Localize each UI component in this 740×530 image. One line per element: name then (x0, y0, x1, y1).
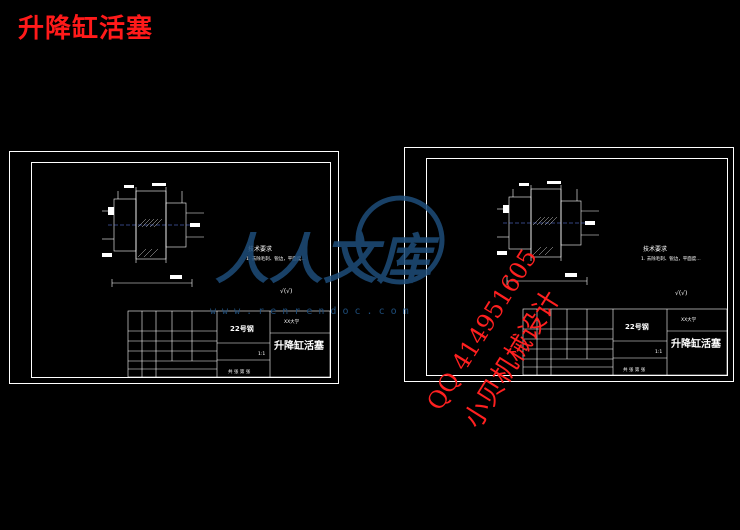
tech-requirements-note: 1. 去除毛刺、锐边，平面度… (641, 255, 701, 262)
title-block-part-name: 升降缸活塞 (274, 339, 325, 352)
piston-section-view (102, 187, 204, 287)
dimension-marks (497, 181, 595, 277)
title-block-school: XX大学 (681, 316, 697, 323)
title-block-sheet-count: 共 张 第 张 (623, 366, 646, 373)
tech-requirements-title: 技术要求 (643, 245, 667, 253)
surface-roughness-symbol: √(√) (675, 290, 687, 297)
drawing-sheet-2: 技术要求 1. 去除毛刺、锐边，平面度… √(√) 22号钢 (404, 147, 734, 382)
title-block-part-name: 升降缸活塞 (671, 337, 722, 350)
part-drawing-1: 技术要求 1. 去除毛刺、锐边，平面度… √(√) (102, 183, 330, 377)
tech-requirements-title: 技术要求 (248, 245, 272, 253)
hatch-region (137, 218, 163, 258)
piston-section-view (497, 185, 599, 285)
drawing-sheet-1: 技术要求 1. 去除毛刺、锐边，平面度… √(√) (9, 151, 339, 384)
page-title: 升降缸活塞 (18, 14, 154, 44)
title-block-material: 22号钢 (230, 324, 254, 333)
dimension-marks (102, 183, 200, 279)
surface-roughness-symbol: √(√) (280, 288, 292, 295)
title-block-sheet-count: 共 张 第 张 (228, 368, 251, 375)
title-block-scale: 1:1 (655, 349, 662, 355)
drawing-frame-2: 技术要求 1. 去除毛刺、锐边，平面度… √(√) 22号钢 (426, 158, 728, 376)
hatch-region (532, 216, 558, 256)
drawing-frame-1: 技术要求 1. 去除毛刺、锐边，平面度… √(√) (31, 162, 331, 378)
title-block-scale: 1:1 (258, 351, 265, 357)
title-block-2 (522, 308, 727, 375)
title-block-material: 22号钢 (625, 322, 649, 331)
title-block-school: XX大学 (284, 318, 300, 325)
tech-requirements-note: 1. 去除毛刺、锐边，平面度… (246, 255, 306, 262)
part-drawing-2: 技术要求 1. 去除毛刺、锐边，平面度… √(√) 22号钢 (497, 181, 727, 375)
title-block-1 (127, 310, 330, 377)
